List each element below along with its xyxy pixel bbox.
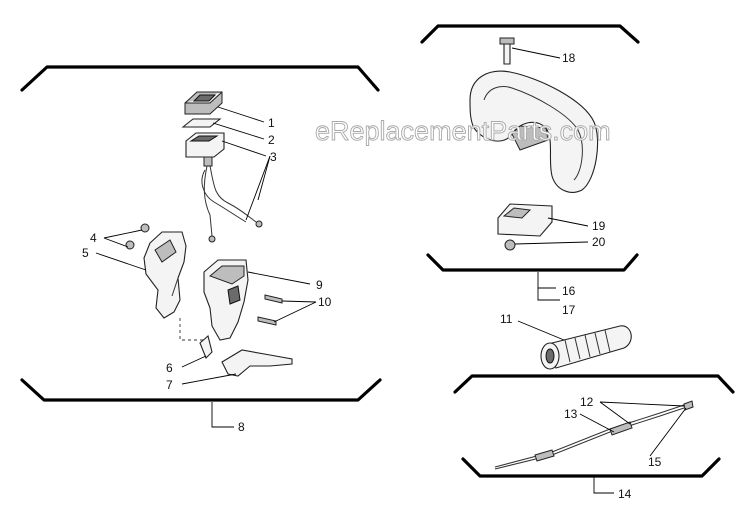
- callout-20: 20: [592, 235, 606, 249]
- screws-part: [257, 294, 283, 326]
- grip-part: [540, 325, 632, 370]
- callout-2: 2: [268, 133, 275, 147]
- callout-18: 18: [562, 51, 576, 65]
- group-bracket-left: [20, 65, 382, 402]
- handle-housing-left-part: [143, 231, 187, 319]
- callout-3: 3: [270, 150, 277, 164]
- callout-11: 11: [500, 312, 513, 326]
- callout-13: 13: [564, 407, 578, 421]
- watermark-text: eReplacementParts.com: [315, 116, 611, 146]
- leader-lines: [95, 47, 687, 494]
- loop-handle-part: [469, 70, 599, 193]
- callout-16: 16: [562, 284, 576, 298]
- callout-10: 10: [318, 295, 332, 309]
- callout-7: 7: [166, 378, 173, 392]
- throttle-cable-part: [494, 400, 694, 470]
- callout-9: 9: [316, 278, 323, 292]
- callout-12: 12: [580, 395, 594, 409]
- callout-5: 5: [82, 246, 89, 260]
- callout-15: 15: [648, 455, 662, 469]
- callout-1: 1: [268, 116, 275, 130]
- callout-19: 19: [592, 219, 606, 233]
- group-bracket-cable: [453, 374, 735, 478]
- callout-4: 4: [90, 231, 97, 245]
- handle-clamp-part: [497, 203, 553, 237]
- callout-17: 17: [562, 303, 576, 317]
- handle-bolt-part: [499, 37, 515, 65]
- callout-6: 6: [166, 361, 173, 375]
- switch-body-part: [185, 132, 225, 167]
- switch-button-part: [184, 91, 223, 115]
- handle-housing-right-part: [203, 259, 249, 341]
- group-bracket-handle: [420, 24, 640, 272]
- switch-plate-part: [181, 118, 222, 128]
- nuts-part: [125, 223, 150, 250]
- callout-8: 8: [238, 420, 245, 434]
- callout-14: 14: [618, 487, 632, 501]
- clamp-nut-part: [504, 239, 516, 251]
- switch-wiring-part: [201, 165, 263, 243]
